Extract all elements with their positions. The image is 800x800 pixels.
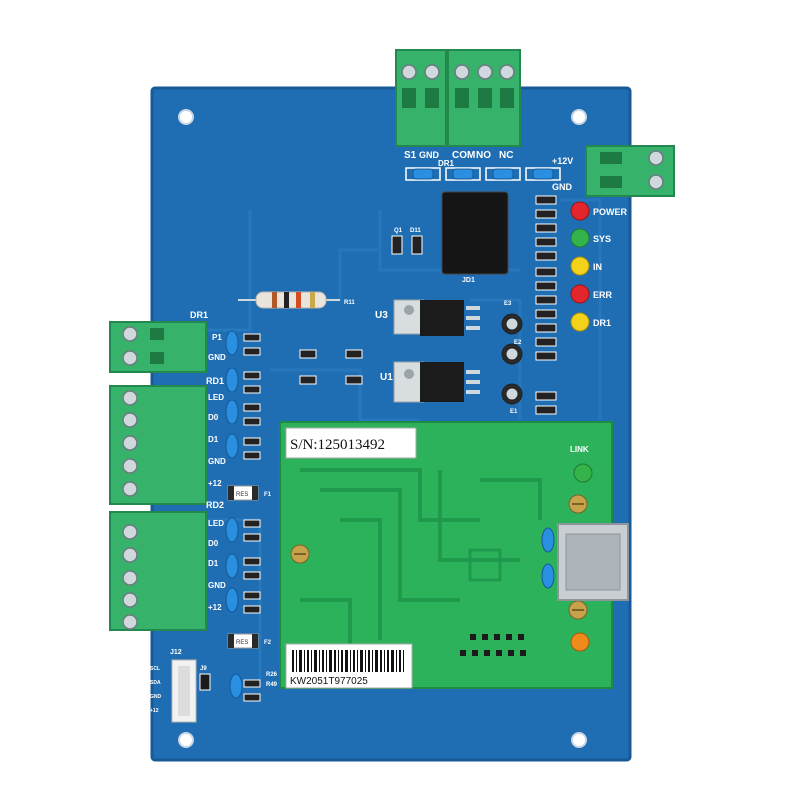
label-u1: U1	[380, 372, 393, 383]
label-p1: P1	[212, 333, 222, 342]
barcode-text: KW2051T977025	[290, 676, 368, 687]
led-label-power: POWER	[593, 207, 628, 217]
terminal-rd1	[109, 385, 207, 505]
led-link	[573, 463, 593, 483]
serial-label	[285, 427, 417, 459]
relay-jd1	[441, 191, 509, 275]
led-err	[570, 284, 590, 304]
fuse-f1	[227, 485, 259, 501]
label-f2: F2	[264, 640, 272, 646]
label-plus12v: +12V	[552, 156, 573, 166]
label-rd1-12: +12	[208, 479, 222, 488]
label-dr1-left: DR1	[190, 310, 208, 320]
label-e1: E1	[510, 409, 518, 415]
mounting-hole-top-left	[178, 109, 194, 125]
led-sys	[570, 228, 590, 248]
blue-capacitors-top	[412, 168, 554, 180]
label-rd1-led: LED	[208, 393, 224, 402]
led-label-dr1: DR1	[593, 318, 611, 328]
label-r26: R26	[266, 672, 278, 678]
label-j12: J12	[170, 649, 182, 656]
led-in	[570, 256, 590, 276]
label-rd1-gnd: GND	[208, 457, 226, 466]
terminal-rd2	[109, 511, 207, 631]
label-rd2-led: LED	[208, 519, 224, 528]
led-column	[570, 201, 590, 332]
label-j12-scl: SCL	[150, 666, 160, 672]
label-rd2: RD2	[206, 500, 224, 510]
blue-capacitors-left	[225, 330, 243, 699]
power-terminal	[585, 145, 675, 197]
mounting-hole-top-right	[571, 109, 587, 125]
label-j12-gnd: GND	[150, 694, 162, 700]
label-e3: E3	[504, 301, 512, 307]
label-rd1-d0: D0	[208, 413, 219, 422]
pcb-traces	[200, 198, 602, 680]
label-dr1-gnd: GND	[208, 353, 226, 362]
label-j9: J9	[200, 666, 207, 672]
mounting-hole-bottom-left	[178, 732, 194, 748]
module-screw-bottom-right	[568, 600, 588, 620]
label-s1: S1	[404, 150, 417, 161]
label-r11: R11	[344, 300, 355, 306]
regulator-u1	[393, 361, 480, 403]
jumper-row	[405, 167, 561, 181]
electrolytic-caps	[501, 313, 523, 405]
label-nc: NC	[499, 150, 513, 161]
led-label-err: ERR	[593, 290, 613, 300]
label-link: LINK	[570, 445, 589, 454]
label-rd2-gnd: GND	[208, 581, 226, 590]
label-r49: R49	[266, 682, 278, 688]
label-jd1: JD1	[462, 277, 475, 284]
top-terminal-screws	[401, 64, 515, 80]
label-u3: U3	[375, 310, 388, 321]
terminal-dr1	[109, 321, 207, 373]
label-fuse2: RES	[236, 640, 248, 646]
label-f1: F1	[264, 492, 272, 498]
jumper-j9	[199, 673, 211, 691]
q1-d11	[391, 235, 423, 255]
module-header-pins	[460, 634, 526, 656]
smd-center	[299, 349, 363, 385]
smd-resistors-left	[243, 333, 261, 702]
led-power	[570, 201, 590, 221]
label-no: NO	[476, 150, 491, 161]
label-e2: E2	[514, 340, 522, 346]
connector-j12	[171, 659, 197, 723]
top-terminal-block	[395, 49, 521, 147]
led-dr1	[570, 312, 590, 332]
label-q1: Q1	[394, 228, 403, 234]
label-gnd-power: GND	[552, 182, 573, 192]
label-j12-sda: SDA	[150, 680, 161, 686]
led-label-in: IN	[593, 262, 602, 272]
label-rd2-12: +12	[208, 603, 222, 612]
label-rd1-d1: D1	[208, 435, 219, 444]
module-screw-top-right	[568, 494, 588, 514]
fuse-f2	[227, 633, 259, 649]
label-rd2-d0: D0	[208, 539, 219, 548]
mounting-holes	[178, 109, 587, 748]
label-fuse1: RES	[236, 492, 248, 498]
resistor-r11	[238, 291, 340, 309]
ethernet-jack	[557, 523, 629, 601]
serial-text: S/N:125013492	[290, 437, 385, 453]
label-rd2-d1: D1	[208, 559, 219, 568]
mounting-hole-bottom-right	[571, 732, 587, 748]
label-dr1-header: DR1	[438, 159, 455, 168]
label-com: COM	[452, 150, 475, 161]
module-screw-left	[290, 544, 310, 564]
led-orange	[570, 632, 590, 652]
blue-capacitors-module	[541, 527, 555, 589]
smd-resistors-right	[535, 195, 557, 415]
label-gnd-top: GND	[419, 150, 440, 160]
label-rd1: RD1	[206, 376, 224, 386]
label-d11: D11	[410, 228, 421, 234]
label-j12-12: +12	[150, 708, 159, 714]
regulator-u3	[393, 299, 480, 336]
barcode	[292, 650, 404, 672]
led-label-sys: SYS	[593, 234, 611, 244]
